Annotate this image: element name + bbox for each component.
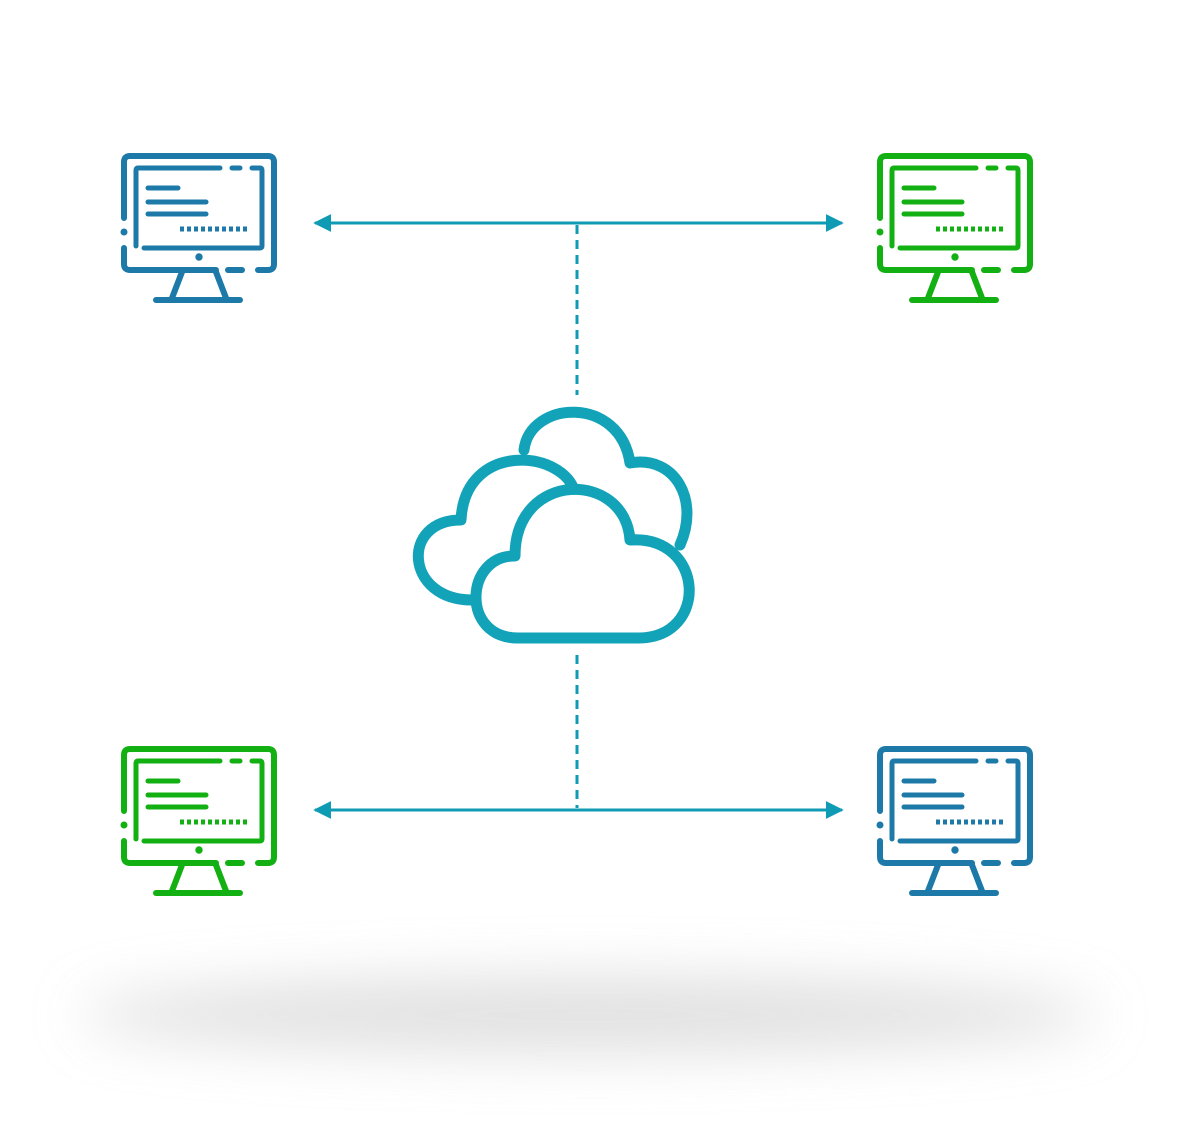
- computer-top-left-icon: [121, 156, 274, 300]
- floor-shadow: [80, 977, 1100, 1053]
- computer-bottom-right-icon: [877, 749, 1030, 893]
- cloud-icon: [412, 406, 695, 644]
- computer-top-right-icon: [877, 156, 1030, 300]
- computer-bottom-left-icon: [121, 749, 274, 893]
